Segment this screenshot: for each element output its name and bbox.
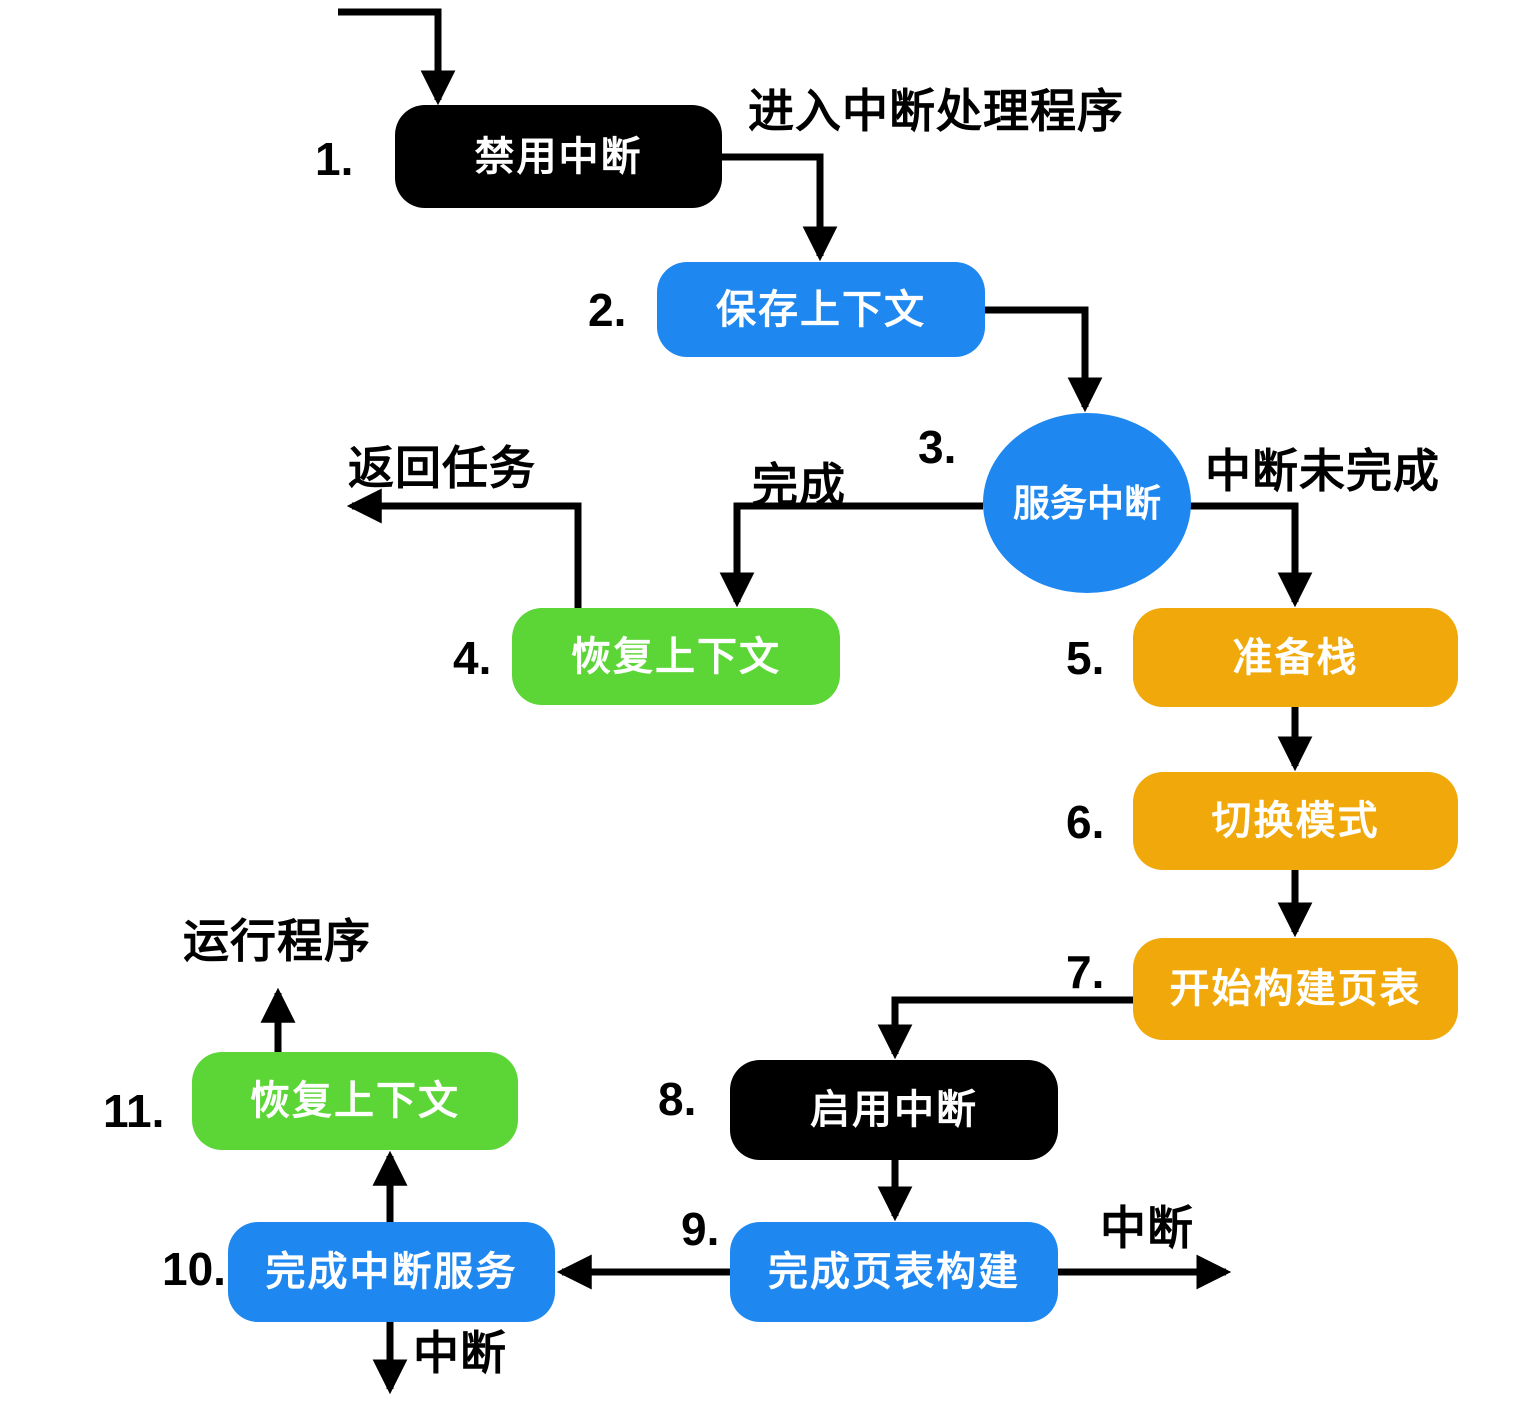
node-restore-context: 恢复上下文 bbox=[512, 608, 840, 705]
step-number-11: 11. bbox=[103, 1085, 165, 1137]
node-finish-interrupt-service: 完成中断服务 bbox=[228, 1222, 555, 1322]
step-number-9: 9. bbox=[681, 1203, 720, 1255]
edge-label-interrupt-right: 中断 bbox=[1100, 1202, 1194, 1254]
arrow-step3-to-step4-done bbox=[719, 502, 983, 608]
node-finish-page-table: 完成页表构建 bbox=[730, 1222, 1058, 1322]
node-service-interrupt: 服务中断 bbox=[983, 413, 1191, 593]
edge-label-interrupt-bottom: 中断 bbox=[413, 1327, 507, 1379]
edge-label-run-program: 运行程序 bbox=[183, 915, 371, 967]
node-disable-interrupts: 禁用中断 bbox=[395, 105, 722, 208]
node-start-build-page-table: 开始构建页表 bbox=[1133, 938, 1458, 1040]
node-prepare-stack: 准备栈 bbox=[1133, 608, 1458, 707]
step-number-3: 3. bbox=[918, 421, 957, 473]
step-number-1: 1. bbox=[315, 133, 354, 185]
arrow-entry-to-step1 bbox=[338, 8, 456, 106]
step-number-6: 6. bbox=[1066, 796, 1105, 848]
node-restore-context-2: 恢复上下文 bbox=[192, 1052, 518, 1150]
node-switch-mode: 切换模式 bbox=[1133, 772, 1458, 870]
step-number-5: 5. bbox=[1066, 632, 1105, 684]
arrow-step4-to-return-task bbox=[346, 488, 582, 608]
step-number-7: 7. bbox=[1066, 946, 1105, 998]
step-number-8: 8. bbox=[658, 1073, 697, 1125]
edge-label-done: 完成 bbox=[752, 459, 846, 511]
arrow-step7-to-step8 bbox=[877, 996, 1133, 1060]
arrow-step1-to-step2 bbox=[722, 153, 838, 262]
edge-label-enter-interrupt-handler: 进入中断处理程序 bbox=[748, 85, 1124, 137]
edge-label-interrupt-not-done: 中断未完成 bbox=[1205, 445, 1440, 497]
step-number-4: 4. bbox=[453, 632, 492, 684]
step-number-2: 2. bbox=[588, 284, 627, 336]
arrow-step3-to-step5-notdone bbox=[1190, 502, 1313, 608]
arrow-step2-to-step3 bbox=[985, 306, 1103, 413]
edge-label-return-task: 返回任务 bbox=[348, 442, 536, 494]
node-enable-interrupts: 启用中断 bbox=[730, 1060, 1058, 1160]
step-number-10: 10. bbox=[162, 1243, 226, 1295]
node-save-context: 保存上下文 bbox=[657, 262, 985, 357]
